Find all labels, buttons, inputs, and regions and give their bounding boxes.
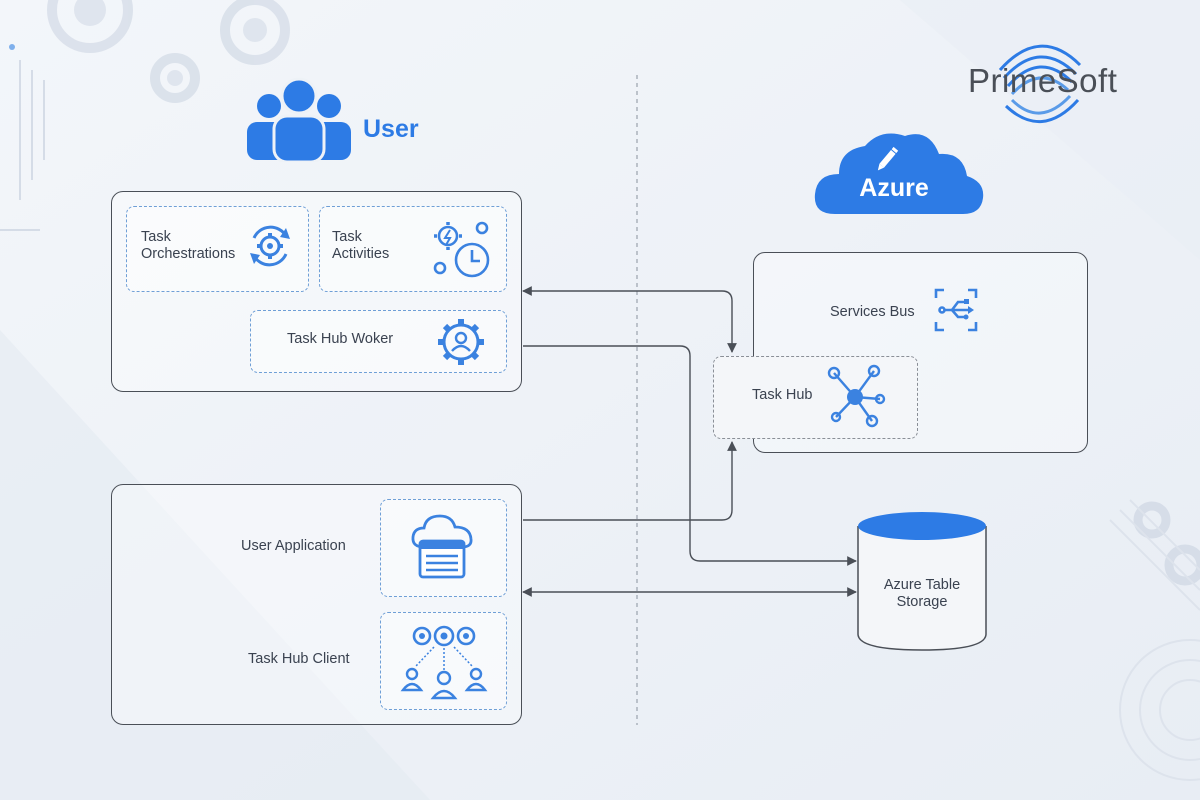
services-bus-label: Services Bus	[830, 304, 915, 320]
task-hub-label: Task Hub	[752, 387, 813, 403]
primesoft-logo-icon	[998, 44, 1082, 123]
azure-section-title: Azure	[859, 174, 929, 202]
task-hub-box	[713, 356, 918, 439]
orchestration-gear-icon	[250, 225, 290, 267]
client-gears-users-icon	[400, 625, 488, 700]
task-hub-network-icon	[827, 364, 886, 428]
task-activities-label: Task Activities	[332, 229, 390, 262]
activities-gears-clock-icon	[433, 221, 490, 278]
user-section-title: User	[363, 115, 419, 143]
task-hub-client-label: Task Hub Client	[248, 651, 350, 667]
task-hub-worker-label: Task Hub Woker	[287, 331, 394, 347]
user-application-label: User Application	[241, 538, 346, 554]
azure-table-storage-label: Azure Table Storage	[883, 577, 961, 610]
services-bus-icon	[934, 288, 978, 332]
brand-name: PrimeSoft	[968, 62, 1118, 99]
task-orchestrations-label: Task Orchestrations	[141, 229, 236, 262]
worker-gear-user-icon	[438, 319, 484, 365]
azure-cloud-icon	[814, 133, 984, 214]
database-cylinder-icon	[857, 512, 987, 651]
user-group-icon	[247, 77, 351, 162]
task-activities-box	[319, 206, 507, 292]
cloud-application-icon	[411, 514, 473, 579]
